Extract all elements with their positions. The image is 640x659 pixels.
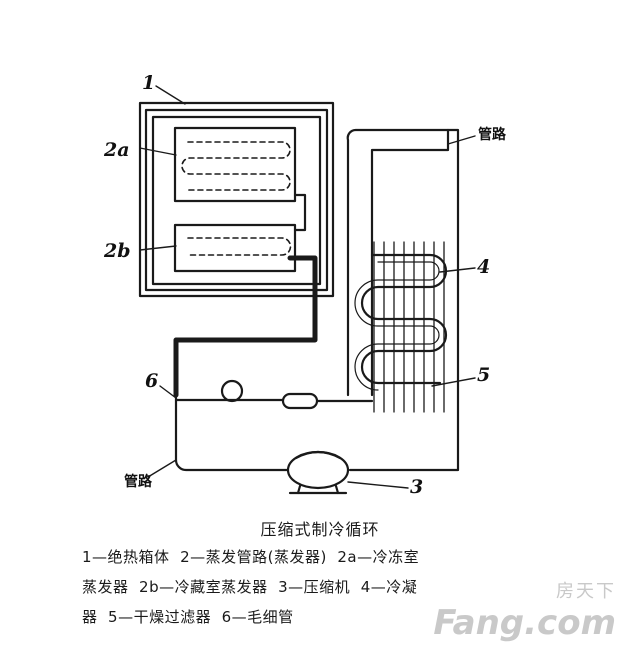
label-pipe-bottom: 管路	[124, 474, 152, 490]
compressor-leg-left	[296, 484, 302, 495]
label-freezer-evaporator: 2a	[104, 139, 130, 161]
insulated-cabinet-outer	[138, 101, 335, 298]
compressor-top	[294, 450, 342, 460]
label-insulated-cabinet: 1	[142, 72, 156, 94]
condenser-coil	[354, 253, 448, 391]
label-drier-filter: 5	[477, 364, 491, 386]
watermark-cn: 房天下	[556, 581, 616, 602]
caption-title: 压缩式制冷循环	[260, 520, 380, 539]
legend-line-3: 器 5—干燥过滤器 6—毛细管	[82, 608, 294, 626]
compressor-leg-right	[334, 484, 340, 495]
freezer-evaporator-coil	[181, 141, 291, 191]
fridge-evaporator-box	[173, 223, 297, 273]
label-compressor: 3	[410, 476, 424, 498]
suction-line	[173, 255, 318, 398]
freezer-evaporator-box	[173, 126, 297, 203]
fridge-evaporator-coil	[187, 237, 292, 256]
return-line	[174, 393, 290, 472]
condenser-outer-pipe	[348, 128, 460, 472]
condenser-fins	[373, 241, 445, 413]
watermark-en: Fang.com	[433, 603, 616, 643]
insulated-cabinet-middle	[144, 108, 329, 292]
leader-lines	[139, 85, 476, 489]
legend-line-1: 1—绝热箱体 2—蒸发管路(蒸发器) 2a—冷冻室	[82, 548, 420, 566]
legend-line-2: 蒸发器 2b—冷藏室蒸发器 3—压缩机 4—冷凝	[82, 578, 418, 596]
evaporator-link-pipe	[293, 193, 307, 232]
insulated-cabinet-inner	[151, 115, 322, 286]
refrigeration-cycle-diagram	[138, 85, 476, 495]
label-fridge-evaporator: 2b	[104, 240, 131, 262]
drier-filter	[281, 392, 319, 410]
capillary-coil	[220, 379, 244, 403]
watermark: 房天下 Fang.com	[433, 577, 616, 643]
label-pipe-top: 管路	[478, 127, 506, 143]
label-capillary: 6	[145, 370, 159, 392]
label-condenser: 4	[477, 256, 491, 278]
